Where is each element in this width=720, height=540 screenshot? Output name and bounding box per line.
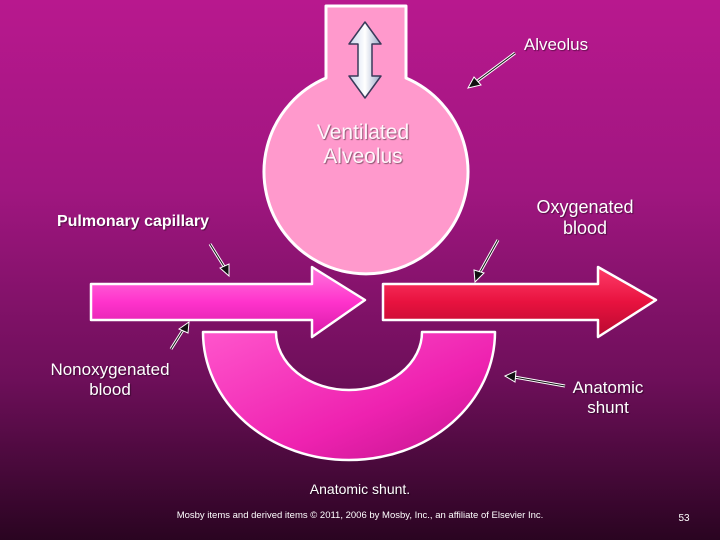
label-nonoxygenated-line2: blood <box>89 379 131 399</box>
pointer-anatomic-shunt-icon <box>503 370 566 388</box>
double-headed-arrow-icon <box>348 21 382 99</box>
oxygenated-blood-arrow <box>381 265 658 339</box>
pointer-oxygenated-blood-icon <box>473 239 500 284</box>
pointer-nonoxygenated-blood-icon <box>169 320 190 350</box>
anatomic-shunt-tube <box>201 330 497 462</box>
label-pulmonary-capillary: Pulmonary capillary <box>38 213 228 231</box>
label-anatomic-line1: Anatomic <box>572 378 644 397</box>
page-number: 53 <box>678 513 690 524</box>
label-alveolus: Alveolus <box>506 35 606 55</box>
copyright-notice: Mosby items and derived items © 2011, 20… <box>176 510 544 521</box>
alveolus-shape <box>262 4 470 276</box>
capillary-arrow <box>89 265 367 339</box>
label-ventilated-line1: Ventilated <box>316 121 410 144</box>
label-anatomic-shunt: Anatomic shunt <box>548 378 668 417</box>
label-pulmonary-capillary-text: Pulmonary capillary <box>56 213 210 230</box>
pointer-alveolus-icon <box>467 51 516 89</box>
label-ventilated-alveolus: Ventilated Alveolus <box>283 121 443 169</box>
figure-caption: Anatomic shunt. <box>309 481 411 497</box>
label-oxygenated-line2: blood <box>562 217 608 238</box>
label-nonoxygenated-line1: Nonoxygenated <box>50 360 170 379</box>
label-alveolus-text: Alveolus <box>523 35 589 54</box>
label-oxygenated-blood: Oxygenated blood <box>510 197 660 238</box>
pointer-pulmonary-capillary-icon <box>208 243 230 278</box>
label-oxygenated-line1: Oxygenated <box>536 197 634 217</box>
label-nonoxygenated-blood: Nonoxygenated blood <box>30 360 190 399</box>
label-anatomic-line2: shunt <box>587 397 629 417</box>
label-ventilated-line2: Alveolus <box>323 145 403 169</box>
